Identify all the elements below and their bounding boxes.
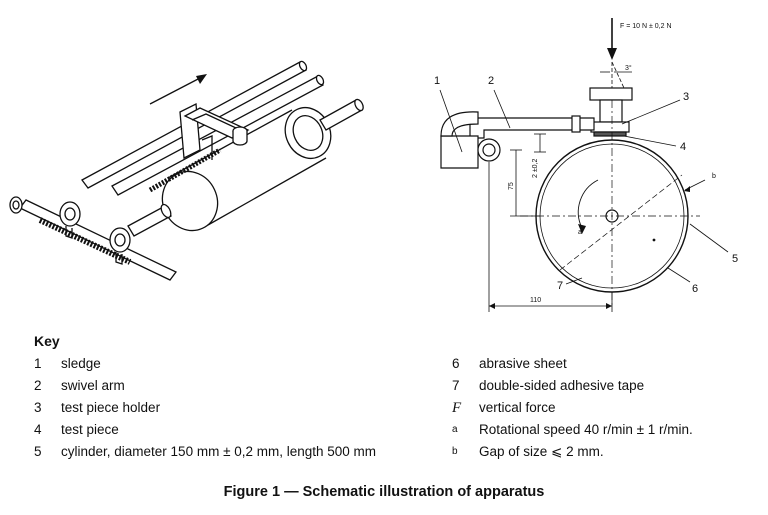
callout-5: 5 [732, 253, 738, 265]
dimension-75: 75 [508, 149, 540, 217]
callout-3: 3 [683, 91, 689, 103]
isometric-drive-shaft [9, 196, 177, 281]
angle-label: 3° [625, 64, 632, 72]
isometric-cylinder [127, 98, 364, 237]
key-title: Key [34, 333, 60, 349]
dim-110-label: 110 [530, 297, 541, 304]
dim-75-label: 75 [508, 182, 515, 190]
callout-leaders [439, 89, 729, 285]
figure-caption: Figure 1 — Schematic illustration of app… [223, 484, 545, 500]
callout-4: 4 [680, 141, 686, 153]
dimension-110: 110 [488, 162, 613, 312]
note-a-mark: a [578, 229, 582, 236]
gap-marks: b [684, 173, 716, 192]
note-b-mark: b [712, 173, 716, 180]
force-label: F = 10 N ± 0,2 N [620, 23, 672, 30]
callout-2: 2 [488, 75, 494, 87]
callout-7: 7 [557, 280, 563, 292]
side-view: F = 10 N ± 0,2 N 3° [434, 18, 738, 312]
swivel-arm [469, 115, 595, 139]
isometric-view [9, 60, 364, 281]
apparatus-figure: F = 10 N ± 0,2 N 3° [9, 18, 738, 312]
direction-arrow [149, 74, 207, 105]
sledge-side [440, 111, 501, 169]
isometric-sledge [148, 102, 250, 193]
callout-6: 6 [692, 283, 698, 295]
dim-gap-label: 2 ±0,2 [532, 158, 539, 178]
cylinder-side: a [520, 100, 700, 305]
callout-1: 1 [434, 75, 440, 87]
dimension-gap: 2 ±0,2 [532, 133, 546, 178]
callout-numbers: 1 2 3 4 5 6 7 [434, 75, 738, 295]
test-piece-holder [589, 87, 633, 137]
angle-dimension: 3° [600, 61, 632, 89]
force-arrow: F = 10 N ± 0,2 N [607, 18, 672, 60]
